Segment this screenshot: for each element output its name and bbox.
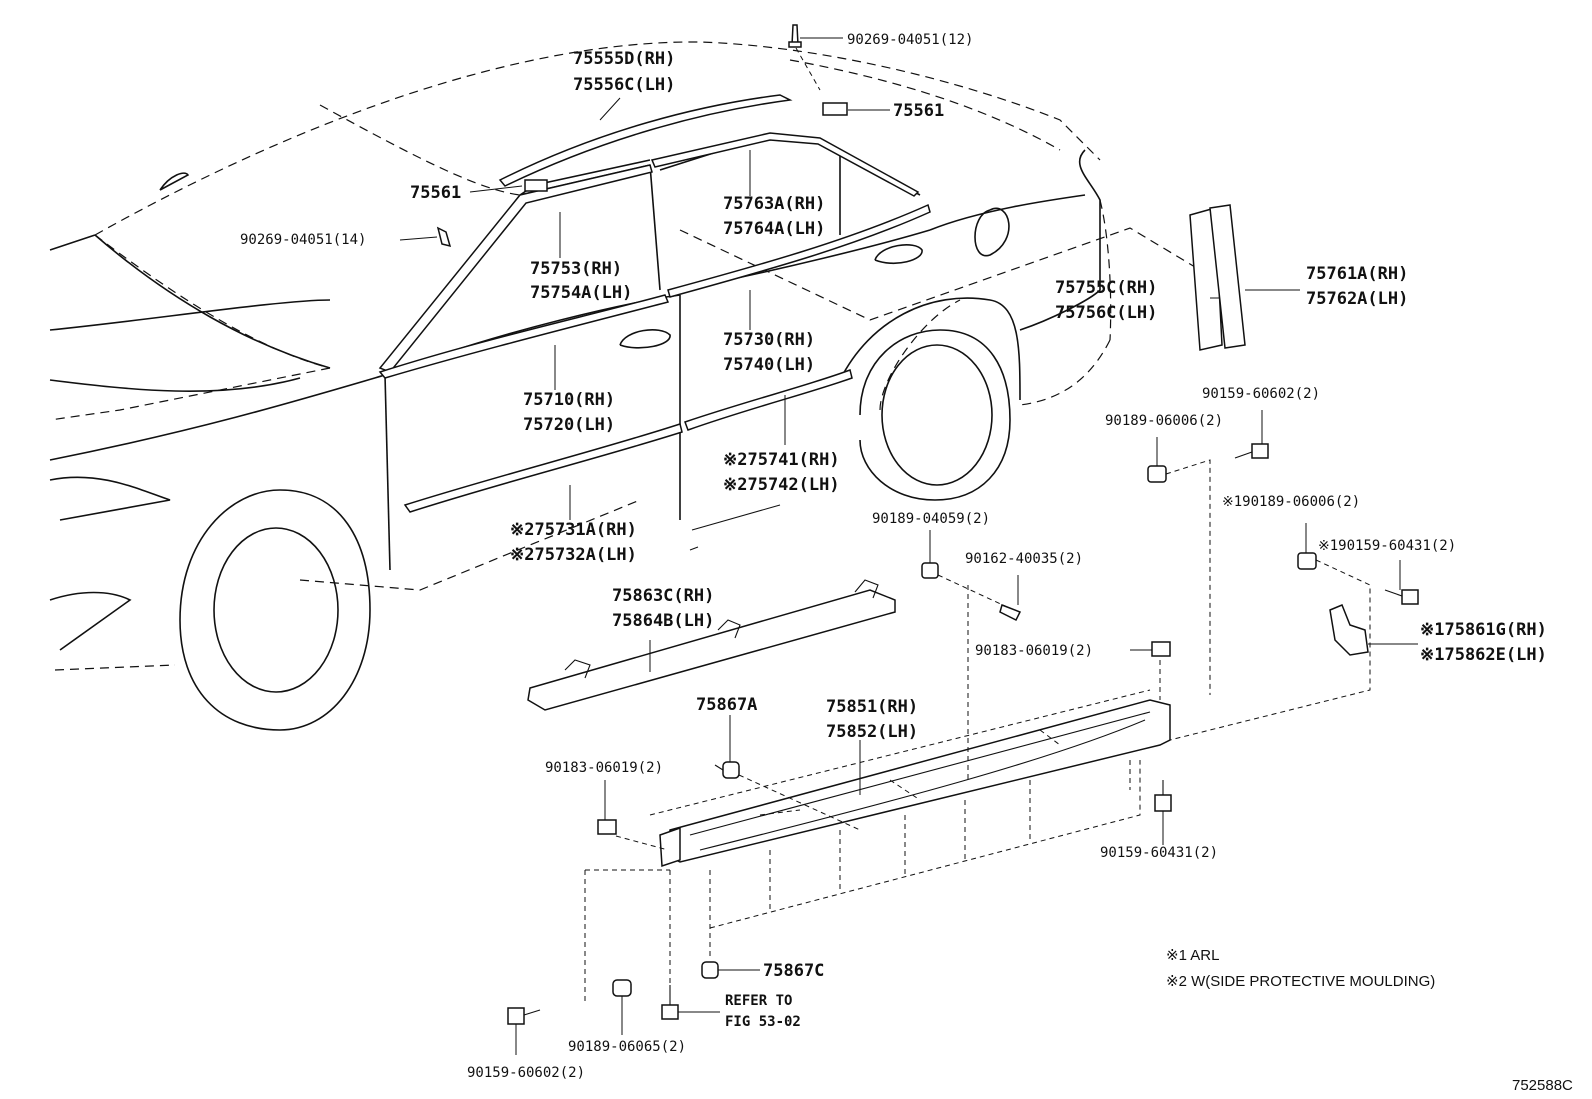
label-75761a: 75761A(RH) xyxy=(1306,264,1408,284)
label-90159-60602-top: 90159-60602(2) xyxy=(1202,386,1320,402)
label-75867c: 75867C xyxy=(763,961,824,981)
label-90162-40035: 90162-40035(2) xyxy=(965,551,1083,567)
clip-90269-04051-top[interactable] xyxy=(788,24,802,48)
label-75732a: ※275732A(LH) xyxy=(510,545,637,565)
clip-75561-b[interactable] xyxy=(524,179,548,192)
label-90183-06019-right: 90183-06019(2) xyxy=(975,643,1093,659)
label-75867a: 75867A xyxy=(696,695,757,715)
screw-90159-60602-top[interactable] xyxy=(1234,443,1269,459)
label-90159-60431-arl: ※190159-60431(2) xyxy=(1318,538,1456,554)
label-90189-06065: 90189-06065(2) xyxy=(568,1039,686,1055)
clip-90269-04051-left[interactable] xyxy=(436,226,452,248)
label-75742: ※275742(LH) xyxy=(723,475,840,495)
screw-90159-60431-arl[interactable] xyxy=(1384,589,1419,605)
note-side-protective-moulding: ※2 W(SIDE PROTECTIVE MOULDING) xyxy=(1166,973,1435,990)
roof-moulding-75555d[interactable] xyxy=(498,94,793,187)
rocker-moulding-75863c[interactable] xyxy=(527,579,896,711)
label-75851: 75851(RH) xyxy=(826,697,918,717)
label-75561-a: 75561 xyxy=(893,101,944,121)
label-75861g: ※175861G(RH) xyxy=(1420,620,1547,640)
label-75762a: 75762A(LH) xyxy=(1306,289,1408,309)
label-75755c: 75755C(RH) xyxy=(1055,278,1157,298)
part-labels: 90269-04051(12) 75555D(RH) 75556C(LH) 75… xyxy=(240,32,1547,1081)
label-75740: 75740(LH) xyxy=(723,355,815,375)
assembly-guide-lines xyxy=(584,47,1371,1005)
note-arl: ※1 ARL xyxy=(1166,947,1219,964)
screw-refer-fig-53-02[interactable] xyxy=(661,985,679,1020)
pillar-garnish-75761a[interactable] xyxy=(1189,204,1246,351)
label-75555d: 75555D(RH) xyxy=(573,49,675,69)
clip-75561-a[interactable] xyxy=(822,102,848,116)
nut-90183-06019-left[interactable] xyxy=(597,819,617,835)
label-90189-06006-arl: ※190189-06006(2) xyxy=(1222,494,1360,510)
label-75731a: ※275731A(RH) xyxy=(510,520,637,540)
screw-90159-60602-bot[interactable] xyxy=(507,1007,541,1025)
label-75741: ※275741(RH) xyxy=(723,450,840,470)
nut-90183-06019-right[interactable] xyxy=(1151,641,1171,657)
clip-90189-04059[interactable] xyxy=(921,562,939,579)
clip-90189-06006-arl[interactable] xyxy=(1297,552,1317,570)
label-75730: 75730(RH) xyxy=(723,330,815,350)
belt-moulding-75710[interactable] xyxy=(378,294,670,379)
notes: ※1 ARL ※2 W(SIDE PROTECTIVE MOULDING) 75… xyxy=(1166,947,1573,1094)
label-90189-04059: 90189-04059(2) xyxy=(872,511,990,527)
label-fig-53-02: FIG 53-02 xyxy=(725,1014,801,1030)
label-75754a: 75754A(LH) xyxy=(530,283,632,303)
screw-90162-40035[interactable] xyxy=(999,604,1022,622)
label-75753: 75753(RH) xyxy=(530,259,622,279)
label-75852: 75852(LH) xyxy=(826,722,918,742)
label-90159-60431: 90159-60431(2) xyxy=(1100,845,1218,861)
label-90269-04051-14: 90269-04051(14) xyxy=(240,232,366,248)
label-90269-04051-12: 90269-04051(12) xyxy=(847,32,973,48)
belt-moulding-75730[interactable] xyxy=(667,203,931,298)
clip-90189-06006[interactable] xyxy=(1147,465,1167,483)
rear-door-frame-moulding-75763a[interactable] xyxy=(650,132,920,197)
clip-75867c[interactable] xyxy=(701,961,719,979)
diagram-id: 752588C xyxy=(1512,1077,1573,1094)
label-75764a: 75764A(LH) xyxy=(723,219,825,239)
label-75720: 75720(LH) xyxy=(523,415,615,435)
label-refer-to: REFER TO xyxy=(725,993,792,1009)
label-75864b: 75864B(LH) xyxy=(612,611,714,631)
clip-90189-06065[interactable] xyxy=(612,979,632,997)
clip-75867a[interactable] xyxy=(714,761,740,779)
label-75756c: 75756C(LH) xyxy=(1055,303,1157,323)
label-90189-06006: 90189-06006(2) xyxy=(1105,413,1223,429)
label-75862e: ※175862E(LH) xyxy=(1420,645,1547,665)
screw-90159-60431[interactable] xyxy=(1154,780,1172,812)
label-75863c: 75863C(RH) xyxy=(612,586,714,606)
label-75556c: 75556C(LH) xyxy=(573,75,675,95)
side-moulding-75731a[interactable] xyxy=(403,423,683,513)
rocker-panel-75851[interactable] xyxy=(659,699,1171,868)
label-75710: 75710(RH) xyxy=(523,390,615,410)
label-90159-60602-bot: 90159-60602(2) xyxy=(467,1065,585,1081)
label-90183-06019-left: 90183-06019(2) xyxy=(545,760,663,776)
bracket-75861g[interactable] xyxy=(1329,604,1369,656)
label-75561-b: 75561 xyxy=(410,183,461,203)
leader-lines xyxy=(399,37,1418,1055)
side-moulding-75741[interactable] xyxy=(684,369,853,431)
label-75763a: 75763A(RH) xyxy=(723,194,825,214)
